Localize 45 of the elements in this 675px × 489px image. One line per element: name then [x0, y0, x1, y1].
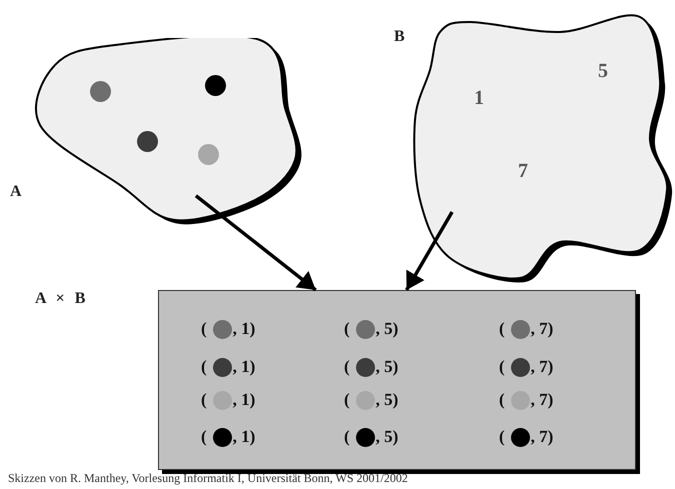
ordered-pair — [499, 319, 554, 339]
pair-text: ( — [344, 319, 350, 339]
pair-text: ( — [344, 390, 350, 410]
caption: Skizzen von R. Manthey, Vorlesung Informatik I, Universität Bonn, WS 2001/2002 — [8, 471, 408, 486]
pair-text: ( — [201, 427, 207, 447]
ordered-pair — [344, 390, 398, 410]
ordered-pair — [344, 427, 398, 447]
ordered-pair — [499, 427, 554, 447]
pair-text: , 1) — [232, 390, 256, 410]
arrow — [194, 194, 317, 292]
pair-text: ( — [499, 427, 505, 447]
set-element-text: 5 — [598, 60, 608, 83]
pair-text: ( — [201, 357, 207, 377]
ordered-pair — [499, 390, 554, 410]
pair-text: , 5) — [376, 390, 398, 410]
pair-text: , 5) — [376, 427, 398, 447]
arrow — [405, 211, 454, 291]
pair-text: , 7) — [530, 390, 554, 410]
ordered-pair — [201, 390, 256, 410]
set-element-text: 7 — [518, 160, 528, 183]
pair-text: , 5) — [376, 357, 398, 377]
ordered-pair — [201, 427, 256, 447]
product-label: A × B — [35, 290, 86, 308]
set-label: B — [394, 28, 405, 46]
pair-text: , 1) — [232, 427, 256, 447]
set-label: A — [10, 183, 22, 201]
pair-text: , 7) — [530, 357, 554, 377]
pair-text: ( — [201, 390, 207, 410]
pair-text: , 1) — [232, 357, 256, 377]
ordered-pair — [201, 319, 256, 339]
ordered-pair — [499, 357, 554, 377]
set-element-text: 1 — [474, 87, 484, 110]
ordered-pair — [344, 319, 398, 339]
pair-text: , 7) — [530, 427, 554, 447]
ordered-pair — [344, 357, 398, 377]
pair-text: ( — [344, 357, 350, 377]
ordered-pair — [201, 357, 256, 377]
pair-text: ( — [499, 319, 505, 339]
pair-text: , 7) — [530, 319, 554, 339]
pair-text: ( — [499, 390, 505, 410]
pair-text: ( — [499, 357, 505, 377]
pair-text: , 5) — [376, 319, 398, 339]
pair-text: , 1) — [232, 319, 256, 339]
pair-text: ( — [344, 427, 350, 447]
pair-text: ( — [201, 319, 207, 339]
